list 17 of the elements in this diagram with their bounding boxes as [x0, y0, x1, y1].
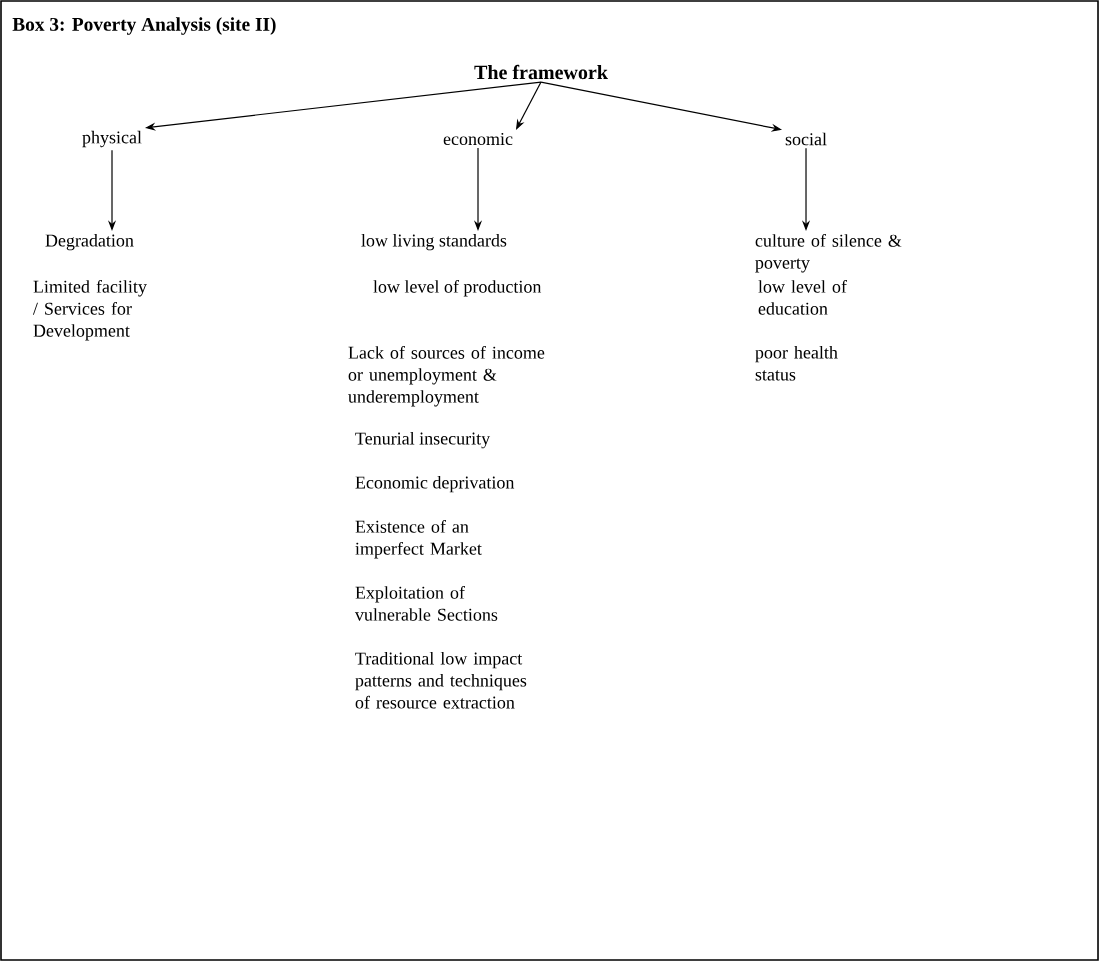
heading: The framework: [474, 64, 608, 80]
factor-text: low level of production: [373, 279, 542, 297]
category-text: physical: [82, 130, 142, 148]
factor-text: Tenurial insecurity: [355, 431, 491, 449]
factor-text: Economic deprivation: [355, 475, 515, 493]
factor-text: low level of education: [758, 279, 847, 315]
category-text: economic: [443, 132, 513, 146]
factor-text: poor health status: [755, 345, 838, 381]
factor-text: Lack of sources of income or unemployment & underemployment: [348, 345, 545, 407]
factor-text: Traditional low impact patterns and techniques of resource extraction: [355, 651, 527, 709]
category-text: social: [785, 132, 827, 146]
factor-text: Limited facility / Services for Development: [32, 279, 147, 341]
box-title: Box 3: Poverty Analysis (site II): [12, 17, 276, 35]
factor-text: Existence of an imperfect Market: [355, 519, 482, 559]
category-text: Degradation: [45, 233, 134, 251]
category-text: low living standards: [361, 233, 507, 251]
factor-text: Exploitation of vulnerable Sections: [354, 585, 498, 621]
